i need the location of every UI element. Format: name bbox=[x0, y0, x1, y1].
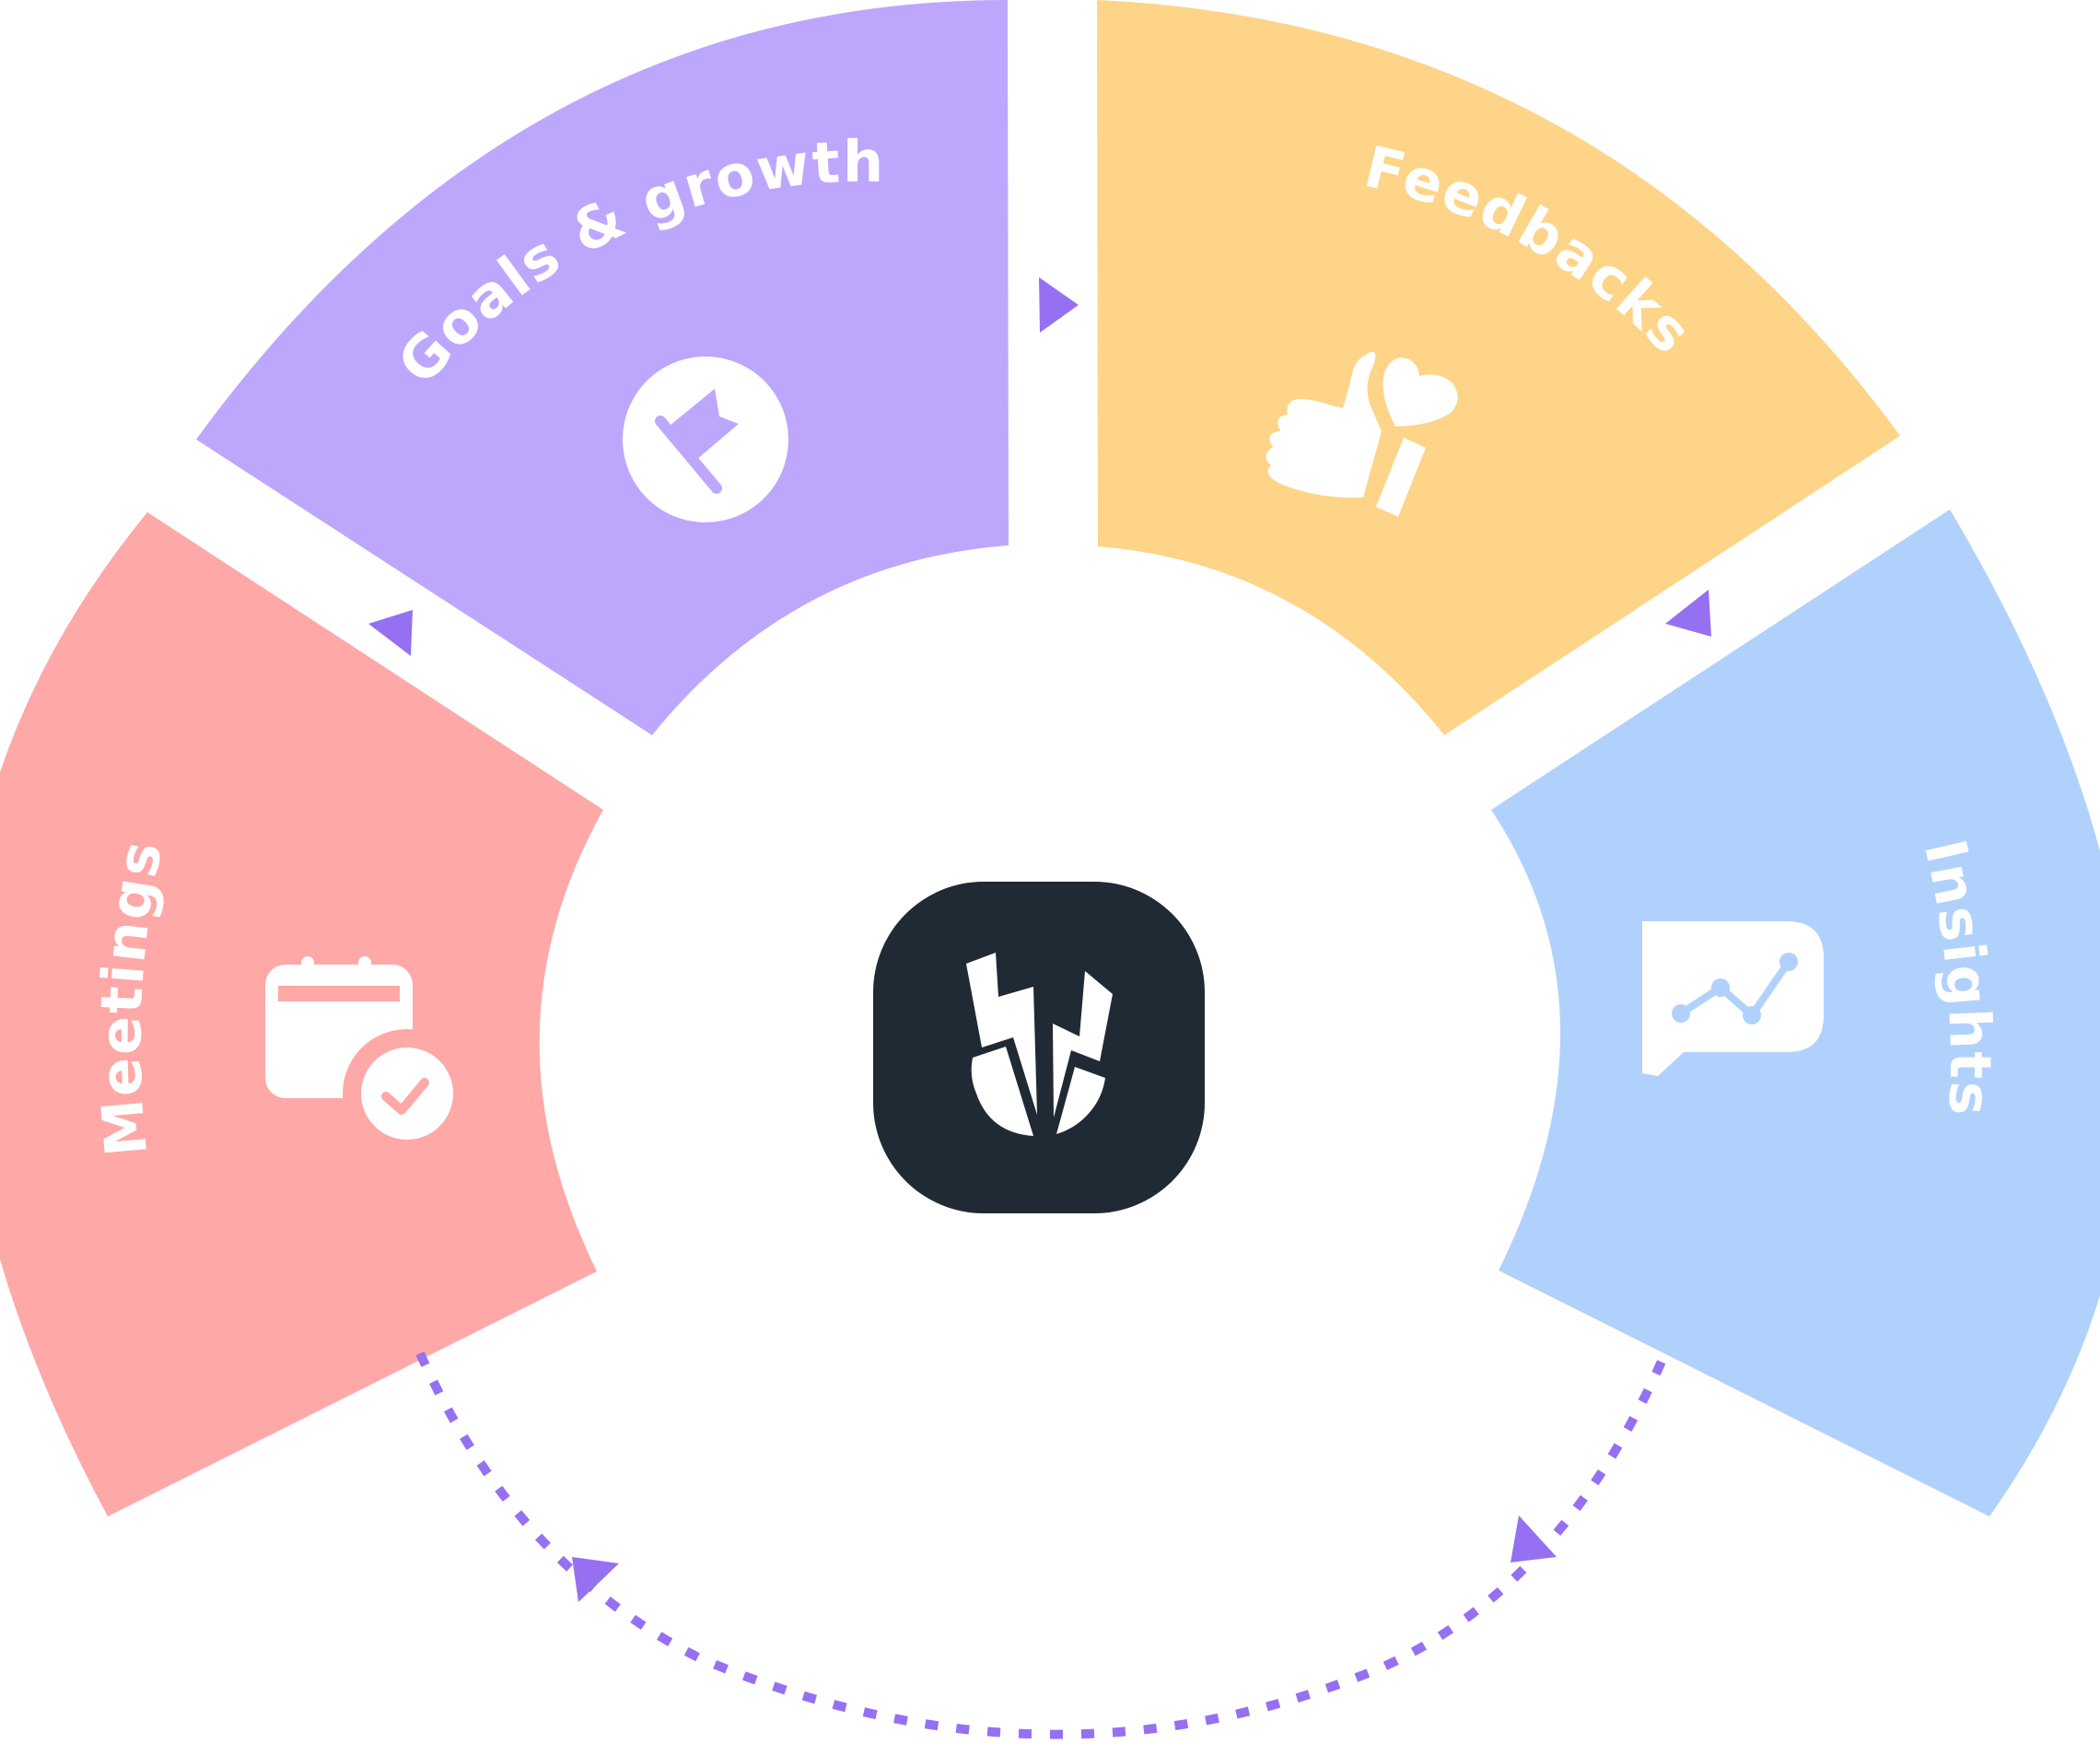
arrow-meetings-bottom bbox=[572, 1557, 619, 1602]
segment-insights: Insights bbox=[1491, 509, 2100, 1516]
segment-goals-shape bbox=[196, 0, 1009, 735]
chart-chat-icon bbox=[1642, 921, 1824, 1076]
thumbs-up-heart-icon bbox=[1266, 351, 1458, 517]
arrow-insights-bottom bbox=[1511, 1516, 1557, 1563]
dashed-cycle-arc bbox=[415, 1347, 1672, 1739]
arrow-feedbacks-to-insights bbox=[1665, 590, 1711, 637]
flag-icon bbox=[623, 357, 788, 522]
app-logo-icon bbox=[966, 953, 1113, 1136]
flow-arrows bbox=[368, 277, 1711, 1739]
arrow-meetings-to-goals bbox=[368, 610, 413, 656]
segment-meetings: Meetings bbox=[0, 512, 603, 1516]
arrow-goals-to-feedbacks bbox=[1039, 277, 1079, 333]
segment-feedbacks-shape bbox=[1097, 0, 1900, 735]
segment-goals: Goals & growth bbox=[196, 0, 1009, 735]
center-logo bbox=[873, 882, 1205, 1213]
calendar-check-icon bbox=[265, 956, 472, 1158]
center-logo-bg bbox=[873, 882, 1205, 1213]
